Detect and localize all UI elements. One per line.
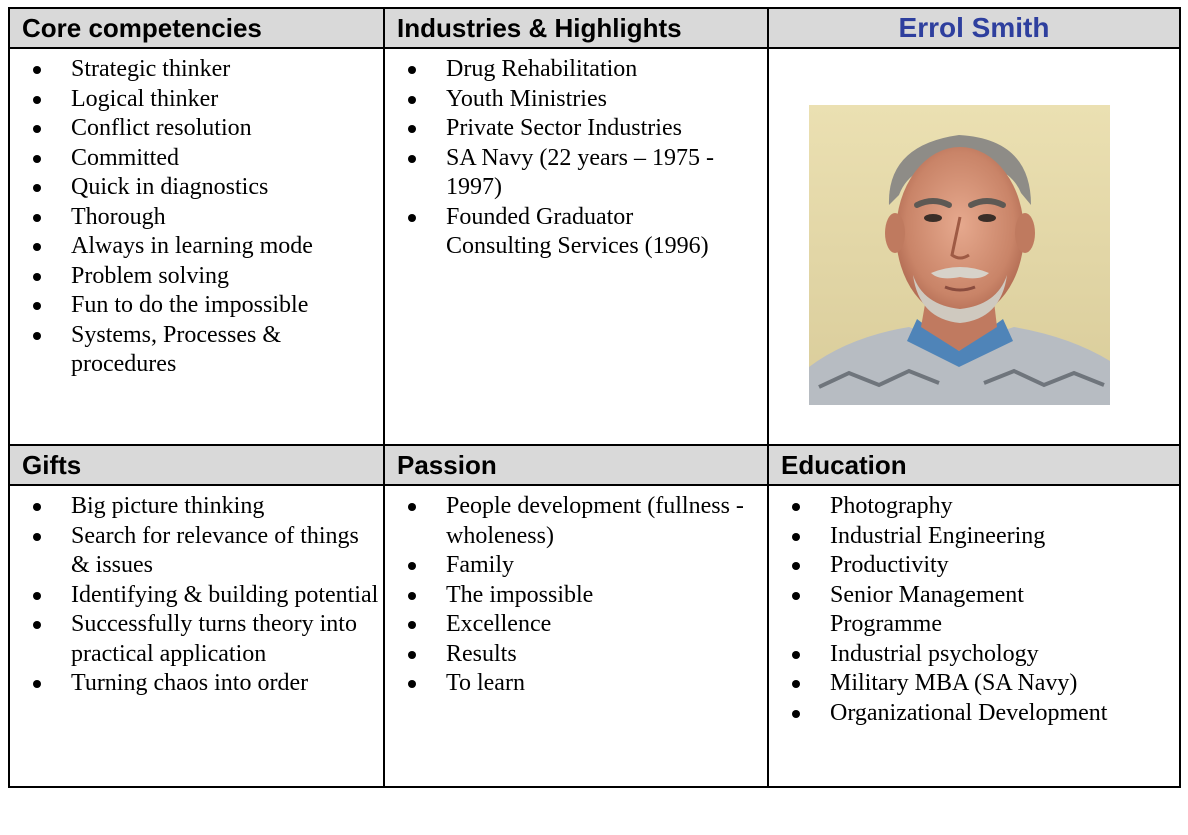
bullet-icon [792,532,800,541]
photo-frame [769,49,1179,405]
profile-grid: Core competencies Industries & Highlight… [8,7,1181,788]
bullet-icon [33,532,41,541]
bullet-icon [33,331,41,340]
list-item: Quick in diagnostics [10,173,383,203]
core-competencies-list: Strategic thinker Logical thinker Confli… [10,49,383,380]
bullet-icon [408,650,416,659]
list-item: Productivity [769,551,1179,581]
bullet-icon [792,680,800,688]
list-item: Family [385,551,767,581]
industries-cell: Drug Rehabilitation Youth Ministries Pri… [383,47,769,446]
list-item: Organizational Development [769,699,1179,729]
bullet-icon [33,184,41,192]
education-header: Education [767,444,1181,486]
passion-list: People development (fullness - wholeness… [385,486,767,699]
list-item: Fun to do the impossible [10,291,383,321]
bullet-icon [408,591,416,600]
person-name: Errol Smith [767,7,1181,49]
list-item: Senior Management Programme [769,581,1179,640]
bullet-icon [33,302,41,310]
list-item: People development (fullness - wholeness… [385,492,767,551]
list-item: Conflict resolution [10,114,383,144]
list-item: Successfully turns theory into practical… [10,610,383,669]
photo-cell [767,47,1181,446]
bullet-icon [408,66,416,74]
list-item: Problem solving [10,262,383,292]
list-item: Search for relevance of things & issues [10,522,383,581]
bullet-icon [33,503,41,511]
portrait-photo [809,105,1110,405]
industries-header: Industries & Highlights [383,7,769,49]
bullet-icon [33,154,41,163]
bullet-icon [33,680,41,688]
list-item: Big picture thinking [10,492,383,522]
bullet-icon [408,680,416,688]
list-item: To learn [385,669,767,699]
list-item: Drug Rehabilitation [385,55,767,85]
bullet-icon [33,621,41,629]
education-list: Photography Industrial Engineering Produ… [769,486,1179,728]
list-item: Identifying & building potential [10,581,383,611]
core-competencies-cell: Strategic thinker Logical thinker Confli… [8,47,385,446]
list-item: Industrial Engineering [769,522,1179,552]
bullet-icon [408,95,416,104]
bullet-icon [33,591,41,600]
industries-list: Drug Rehabilitation Youth Ministries Pri… [385,49,767,262]
bullet-icon [33,95,41,104]
list-item: Industrial psychology [769,640,1179,670]
bullet-icon [408,562,416,570]
bullet-icon [408,621,416,629]
bullet-icon [33,213,41,222]
education-cell: Photography Industrial Engineering Produ… [767,484,1181,788]
list-item: Systems, Processes & procedures [10,321,383,380]
bullet-icon [792,709,800,718]
bullet-icon [792,562,800,570]
list-item: Strategic thinker [10,55,383,85]
list-item: Photography [769,492,1179,522]
bullet-icon [33,125,41,133]
gifts-header: Gifts [8,444,385,486]
list-item: Founded Graduator Consulting Services (1… [385,203,767,262]
gifts-list: Big picture thinking Search for relevanc… [10,486,383,699]
list-item: Thorough [10,203,383,233]
list-item: Youth Ministries [385,85,767,115]
bullet-icon [792,650,800,659]
list-item: Military MBA (SA Navy) [769,669,1179,699]
bullet-icon [408,213,416,222]
list-item: Committed [10,144,383,174]
bullet-icon [408,125,416,133]
passion-cell: People development (fullness - wholeness… [383,484,769,788]
list-item: Turning chaos into order [10,669,383,699]
bullet-icon [33,243,41,251]
list-item: Logical thinker [10,85,383,115]
bullet-icon [408,154,416,163]
list-item: The impossible [385,581,767,611]
list-item: Private Sector Industries [385,114,767,144]
bullet-icon [33,66,41,74]
list-item: Always in learning mode [10,232,383,262]
bullet-icon [792,591,800,600]
bullet-icon [792,503,800,511]
core-competencies-header: Core competencies [8,7,385,49]
list-item: Results [385,640,767,670]
gifts-cell: Big picture thinking Search for relevanc… [8,484,385,788]
list-item: SA Navy (22 years – 1975 - 1997) [385,144,767,203]
bullet-icon [408,503,416,511]
list-item: Excellence [385,610,767,640]
bullet-icon [33,272,41,281]
passion-header: Passion [383,444,769,486]
